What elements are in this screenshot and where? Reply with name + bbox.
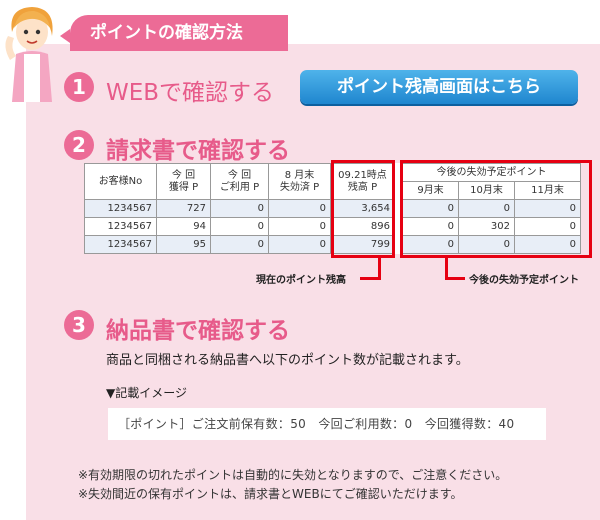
balance-callout-line-h bbox=[360, 277, 381, 280]
future-callout-line-h bbox=[445, 277, 465, 280]
section-header: ポイントの確認方法 bbox=[60, 15, 288, 51]
content-panel bbox=[26, 44, 600, 520]
sample-label: ▼記載イメージ bbox=[106, 386, 187, 400]
future-callout-line bbox=[445, 258, 448, 280]
step-3-title: 納品書で確認する bbox=[106, 318, 290, 344]
point-balance-button[interactable]: ポイント残高画面はこちら bbox=[300, 70, 578, 104]
step-2-number: 2 bbox=[64, 130, 94, 160]
future-callout-label: 今後の失効予定ポイント bbox=[469, 275, 579, 286]
note-confirm: ※失効間近の保有ポイントは、請求書とWEBにてご確認いただけます。 bbox=[78, 487, 463, 501]
balance-callout-label: 現在のポイント残高 bbox=[256, 275, 346, 286]
header-notch bbox=[60, 29, 70, 43]
sample-text-box: ［ポイント］ご注文前保有数：50 今回ご利用数：0 今回獲得数：40 bbox=[108, 408, 546, 440]
col-earned-header: 今 回獲得 P bbox=[156, 163, 211, 200]
col-used-header: 今 回ご利用 P bbox=[210, 163, 269, 200]
table-row: 1234567 94 0 0 896 0 302 0 bbox=[84, 217, 581, 236]
step-1-title: WEBで確認する bbox=[106, 80, 275, 106]
balance-highlight-box bbox=[331, 160, 395, 258]
invoice-sample-table: お客様No 今 回獲得 P 今 回ご利用 P 8 月末失効済 P 09.21時点… bbox=[84, 163, 581, 254]
future-expiry-highlight-box bbox=[400, 160, 592, 258]
col-sep-header: 9月末 bbox=[402, 181, 459, 200]
step-1-number: 1 bbox=[64, 72, 94, 102]
balance-callout-line bbox=[378, 258, 381, 280]
table-row: 1234567 95 0 0 799 0 0 0 bbox=[84, 235, 581, 254]
col-balance-header: 09.21時点残高 P bbox=[330, 163, 395, 200]
header-title: ポイントの確認方法 bbox=[90, 23, 243, 43]
delivery-note-description: 商品と同梱される納品書へ以下のポイント数が記載されます。 bbox=[106, 353, 469, 368]
note-expiry: ※有効期限の切れたポイントは自動的に失効となりますので、ご注意ください。 bbox=[78, 468, 508, 482]
col-expired-header: 8 月末失効済 P bbox=[268, 163, 331, 200]
woman-avatar-icon bbox=[5, 7, 53, 102]
future-expiry-header: 今後の失効予定ポイント bbox=[402, 163, 581, 182]
step-2-title: 請求書で確認する bbox=[106, 138, 290, 164]
step-3-number: 3 bbox=[64, 310, 94, 340]
col-customer-header: お客様No bbox=[84, 163, 157, 200]
